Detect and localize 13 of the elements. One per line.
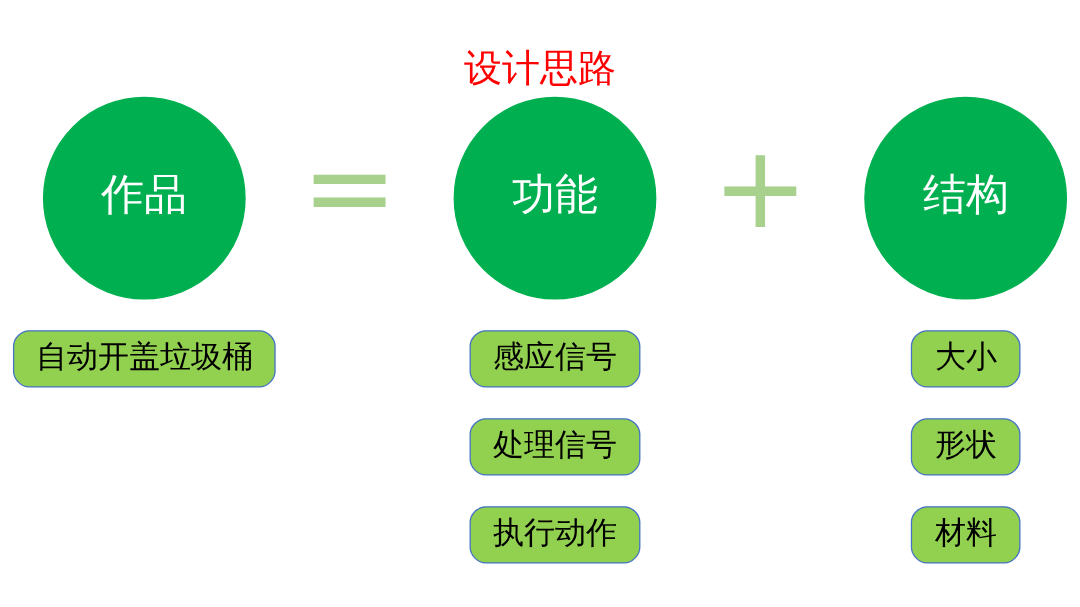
node-box: 材料: [910, 505, 1021, 564]
node-circle: 作品: [42, 96, 246, 300]
diagram-title: 设计思路: [464, 44, 616, 90]
node-box: 形状: [910, 417, 1021, 476]
node-circle: 结构: [864, 96, 1068, 300]
node-circle: 功能: [453, 96, 657, 300]
node-box: 感应信号: [469, 329, 641, 388]
label: +: [712, 119, 809, 254]
label: =: [301, 119, 398, 254]
node-box: 自动开盖垃圾桶: [12, 329, 276, 388]
node-box: 执行动作: [469, 505, 641, 564]
node-box: 大小: [910, 329, 1021, 388]
node-box: 处理信号: [469, 417, 641, 476]
